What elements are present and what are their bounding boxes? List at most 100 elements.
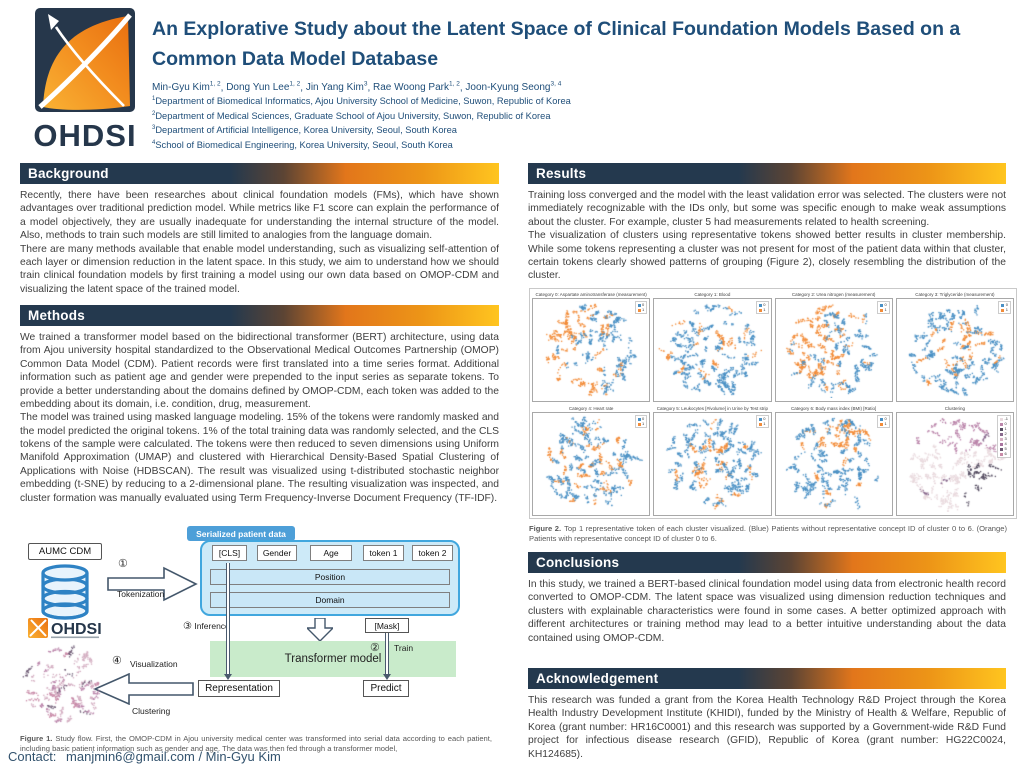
legend-swatch-icon	[999, 432, 1003, 436]
background-paragraph: Recently, there have been researches abo…	[20, 190, 499, 242]
token-2: token 2	[412, 545, 453, 561]
figure2-panel-title: Clustering	[944, 406, 965, 411]
tsne-scatter-canvas	[534, 414, 647, 512]
legend-swatch-icon	[1001, 308, 1005, 312]
contact-label: Contact:	[8, 749, 57, 764]
figure1-diagram: AUMC CDM OHDSI ① Tokenization Serialized…	[20, 526, 504, 732]
legend-entry: 1	[1001, 308, 1008, 312]
legend-swatch-icon	[758, 308, 762, 312]
legend-entry: 1	[758, 308, 766, 312]
visualization-arrow-icon	[93, 673, 194, 705]
svg-text:OHDSI: OHDSI	[33, 118, 136, 153]
step4-number: ④	[112, 655, 122, 667]
step2-label: Train	[394, 643, 414, 653]
legend-entry: 3	[999, 437, 1008, 441]
tsne-scatter-canvas	[897, 300, 1011, 398]
token-age: Age	[310, 545, 352, 561]
step4-label-clustering: Clustering	[132, 706, 171, 716]
step1-label: Tokenization	[117, 589, 165, 599]
legend-entry: 1	[880, 422, 887, 426]
author: Dong Yun Lee1, 2	[226, 81, 301, 94]
ohdsi-logo: OHDSI	[28, 8, 142, 154]
step2-number: ②	[370, 642, 380, 654]
conclusions-text: In this study, we trained a BERT-based c…	[528, 578, 1006, 645]
results-paragraph: The visualization of clusters using repr…	[528, 230, 1006, 282]
tsne-scatter-canvas	[534, 300, 647, 398]
poster-title-line1: An Explorative Study about the Latent Sp…	[152, 18, 961, 40]
token-cls: [CLS]	[212, 545, 247, 561]
legend-swatch-icon	[880, 422, 884, 426]
legend-entry: 1	[637, 422, 644, 426]
figure2-panel-title: Category 3: Triglyceride (measurement)	[915, 292, 995, 297]
legend-swatch-icon	[637, 303, 641, 307]
section-title-conclusions: Conclusions	[536, 555, 620, 570]
section-bar-background: Background	[20, 163, 499, 184]
step3-label: Inference	[194, 621, 230, 631]
legend-entry: 1	[637, 308, 644, 312]
tsne-preview-scatter	[22, 638, 106, 730]
legend-entry: 1	[758, 422, 766, 426]
background-text: Recently, there have been researches abo…	[20, 189, 499, 296]
section-bar-acknowledgement: Acknowledgement	[528, 668, 1006, 689]
legend-swatch-icon	[999, 442, 1003, 446]
aumc-cdm-box: AUMC CDM	[28, 543, 102, 560]
legend-entry: 0	[999, 422, 1008, 426]
ohdsi-logo-icon: OHDSI	[33, 8, 136, 153]
figure2-panel: Category 0: Aspartate aminotransferase (…	[532, 291, 651, 402]
legend-entry: 0	[880, 417, 887, 421]
figure2-panel-title: Category 1: Blood	[694, 292, 731, 297]
section-title-background: Background	[28, 166, 109, 181]
representation-box: Representation	[198, 680, 280, 697]
figure2-panel-title: Category 5: Leukocytes [#/volume] in Uri…	[656, 406, 768, 411]
figure2-caption-label: Figure 2.	[529, 524, 562, 533]
mask-box: [Mask]	[365, 618, 409, 633]
section-bar-methods: Methods	[20, 305, 499, 326]
section-bar-results: Results	[528, 163, 1006, 184]
step3-number: ③	[183, 621, 192, 632]
legend-swatch-icon	[637, 308, 641, 312]
mask-predict-pipe	[382, 633, 392, 680]
step1-number: ①	[118, 558, 128, 570]
acknowledgement-paragraph: This research was funded a grant from th…	[528, 695, 1006, 760]
tsne-scatter-canvas	[776, 414, 890, 512]
legend-swatch-icon	[999, 437, 1003, 441]
legend-swatch-icon	[1001, 303, 1005, 307]
figure2-panel-title: Category 0: Aspartate aminotransferase (…	[535, 292, 647, 297]
legend-swatch-icon	[880, 308, 884, 312]
legend-swatch-icon	[880, 303, 884, 307]
figure2-panel-title: Category 4: Heart rate	[568, 406, 614, 411]
legend-entry: 0	[1001, 303, 1008, 307]
results-text: Training loss converged and the model wi…	[528, 189, 1006, 283]
legend-entry: 1	[880, 308, 887, 312]
methods-paragraph: We trained a transformer model based on …	[20, 332, 499, 410]
serialized-patient-data-tab: Serialized patient data	[187, 526, 295, 541]
figure1-caption: Figure 1.Study flow. First, the OMOP-CDM…	[20, 734, 492, 755]
step4-label-visualization: Visualization	[130, 659, 178, 669]
ohdsi-mini-logo-icon: OHDSI	[28, 618, 102, 639]
acknowledgement-text: This research was funded a grant from th…	[528, 694, 1006, 761]
author: Rae Woong Park1, 2	[373, 81, 460, 94]
affiliation-line: 1Department of Biomedical Informatics, A…	[152, 96, 571, 107]
legend-swatch-icon	[999, 427, 1003, 431]
legend-entry: 0	[637, 303, 644, 307]
svg-text:OHDSI: OHDSI	[51, 621, 102, 638]
tsne-scatter-canvas	[655, 300, 769, 398]
legend-swatch-icon	[758, 303, 762, 307]
legend-entry: 0	[758, 417, 766, 421]
legend-entry: 5	[999, 447, 1008, 451]
section-title-methods: Methods	[28, 308, 85, 323]
